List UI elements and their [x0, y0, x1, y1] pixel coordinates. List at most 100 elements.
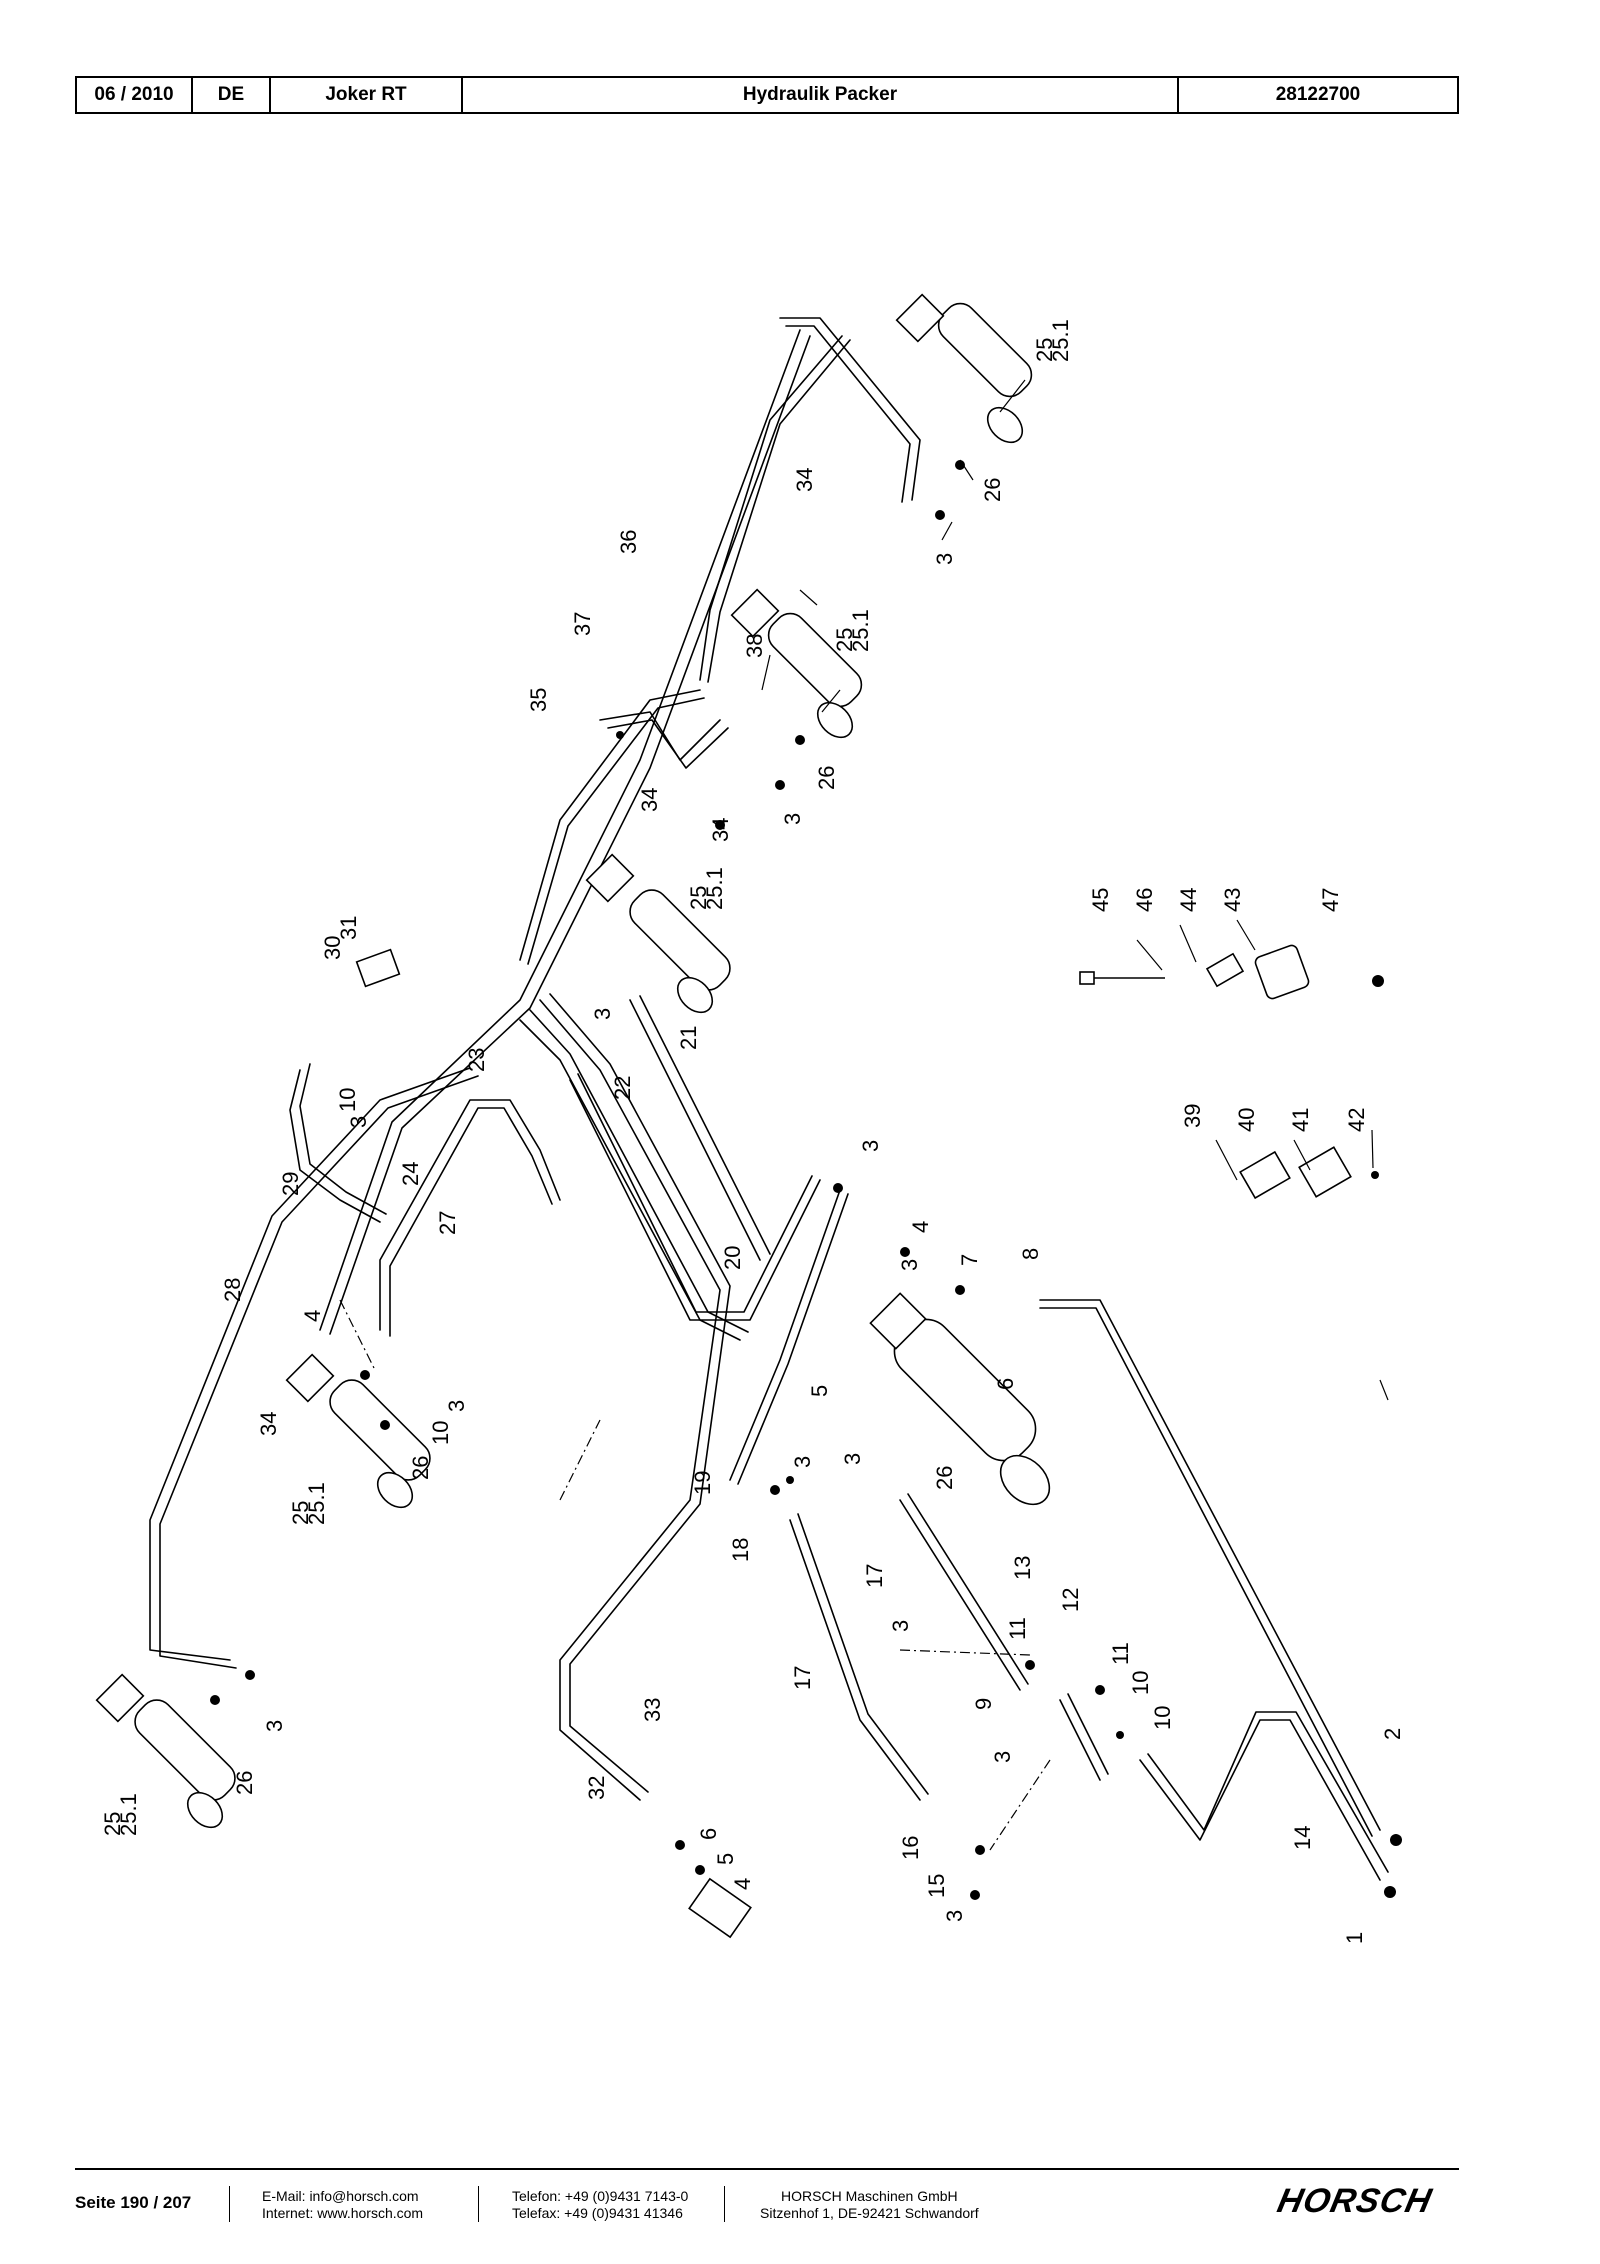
callout-42: 42 [1344, 1108, 1369, 1132]
header-title: Hydraulik Packer [463, 78, 1179, 112]
callout-3-bottom: 3 [942, 1910, 967, 1922]
callout-21: 21 [676, 1026, 701, 1050]
callout-3-bottom-left: 3 [262, 1720, 287, 1732]
callout-25-1-bottom-left: 25.1 [116, 1793, 141, 1836]
callout-14: 14 [1290, 1826, 1315, 1850]
callout-34-mid-a: 34 [637, 788, 662, 812]
callout-26-main: 26 [932, 1466, 957, 1490]
callout-3-pump: 3 [897, 1259, 922, 1271]
callout-25-1-top-right: 25.1 [1048, 319, 1073, 362]
callout-25-bottom-left: 25 [100, 1812, 125, 1836]
callout-26-top-right: 26 [980, 478, 1005, 502]
footer-separator [229, 2186, 230, 2222]
callout-27: 27 [435, 1211, 460, 1235]
callout-2: 2 [1380, 1728, 1405, 1740]
footer-separator [478, 2186, 479, 2222]
callout-3-mid: 3 [840, 1453, 865, 1465]
callout-44: 44 [1176, 888, 1201, 912]
leader-lines [761, 379, 1389, 1401]
callout-11-b: 11 [1108, 1642, 1133, 1665]
callout-3-center: 3 [590, 1008, 615, 1020]
callout-18: 18 [728, 1538, 753, 1562]
callout-34-mid-b: 34 [708, 818, 733, 842]
callout-31: 31 [336, 916, 361, 940]
header-table: 06 / 2010 DE Joker RT Hydraulik Packer 2… [75, 76, 1459, 114]
cylinder-center [585, 853, 731, 1014]
callout-5-top: 5 [807, 1385, 832, 1397]
callout-9: 9 [971, 1698, 996, 1710]
callout-11-a: 11 [1005, 1617, 1030, 1640]
callout-25-upper-mid: 25 [832, 628, 857, 652]
callout-1: 1 [1342, 1932, 1367, 1944]
callout-26-left: 26 [408, 1456, 433, 1480]
callout-5-bottom: 5 [713, 1853, 738, 1865]
callout-28: 28 [220, 1278, 245, 1302]
callout-34-top-right: 34 [792, 468, 817, 492]
header-model: Joker RT [271, 78, 463, 112]
callout-3-top-right: 3 [932, 553, 957, 565]
callout-25-center: 25 [686, 886, 711, 910]
callout-12: 12 [1058, 1588, 1083, 1612]
callout-6-main: 6 [993, 1378, 1018, 1390]
fittings [210, 460, 1402, 1900]
callout-3-left: 3 [444, 1400, 469, 1412]
callout-25-top-right: 25 [1032, 338, 1057, 362]
footer-address-block: HORSCH Maschinen GmbH Sitzenhof 1, DE-92… [760, 2188, 979, 2222]
callout-17-b: 17 [862, 1564, 887, 1588]
callout-3-mid-right: 3 [790, 1456, 815, 1468]
callout-17-a: 17 [790, 1666, 815, 1690]
header-date: 06 / 2010 [77, 78, 193, 112]
callout-24: 24 [398, 1162, 423, 1186]
callout-38: 38 [742, 634, 767, 658]
callout-25-1-center: 25.1 [702, 867, 727, 910]
callout-3-left-upper: 3 [346, 1116, 371, 1128]
callout-47: 47 [1318, 888, 1343, 912]
callout-3-upper-mid: 3 [780, 813, 805, 825]
footer-page-number: Seite 190 / 207 [75, 2193, 192, 2212]
cylinders [95, 293, 1352, 1939]
callout-numbers: 1 2 3 3 3 3 3 3 3 3 3 3 3 3 3 4 4 4 5 5 … [100, 319, 1405, 1944]
callout-36: 36 [616, 530, 641, 554]
callout-25-1-left: 25.1 [304, 1482, 329, 1525]
cylinder-bottom-left [95, 1673, 236, 1829]
callout-13: 13 [1010, 1556, 1035, 1580]
callout-16: 16 [898, 1836, 923, 1860]
callout-45: 45 [1088, 888, 1113, 912]
callout-33: 33 [640, 1698, 665, 1722]
footer-contact-web: E-Mail: info@horsch.com Internet: www.ho… [262, 2188, 423, 2222]
footer-contact-phone: Telefon: +49 (0)9431 7143-0 Telefax: +49… [512, 2188, 688, 2222]
footer-rule [75, 2168, 1459, 2170]
callout-20: 20 [720, 1246, 745, 1270]
horsch-logo: HORSCH [1274, 2182, 1436, 2220]
callout-10-upper: 10 [335, 1088, 360, 1112]
callout-7: 7 [957, 1254, 982, 1266]
callout-29: 29 [278, 1172, 303, 1196]
callout-34-left: 34 [256, 1412, 281, 1436]
callout-15: 15 [924, 1874, 949, 1898]
callout-10-right-a: 10 [1128, 1671, 1153, 1695]
footer-internet: Internet: www.horsch.com [262, 2205, 424, 2221]
clamp-parts [1079, 944, 1352, 1200]
footer-separator [724, 2186, 725, 2222]
callout-41: 41 [1288, 1108, 1313, 1132]
callout-25-left: 25 [288, 1501, 313, 1525]
cylinder-left [285, 1353, 431, 1509]
callout-4-bottom: 4 [730, 1878, 755, 1890]
callout-39: 39 [1180, 1104, 1205, 1128]
callout-3-lower-left: 3 [990, 1751, 1015, 1763]
header-part-number: 28122700 [1275, 84, 1361, 105]
footer-address: Sitzenhof 1, DE-92421 Schwandorf [760, 2205, 979, 2221]
callout-8: 8 [1018, 1248, 1043, 1260]
callout-10-left: 10 [428, 1421, 453, 1445]
assembly-lines [339, 1299, 1051, 1851]
cylinder-upper-mid [730, 588, 863, 739]
callout-43: 43 [1220, 888, 1245, 912]
callout-22: 22 [610, 1076, 635, 1100]
header-language: DE [193, 78, 271, 112]
footer-fax: Telefax: +49 (0)9431 41346 [512, 2205, 683, 2221]
callout-37: 37 [570, 612, 595, 636]
callout-32: 32 [584, 1776, 609, 1800]
callout-4-top: 4 [908, 1221, 933, 1233]
callout-26-upper-mid: 26 [814, 766, 839, 790]
